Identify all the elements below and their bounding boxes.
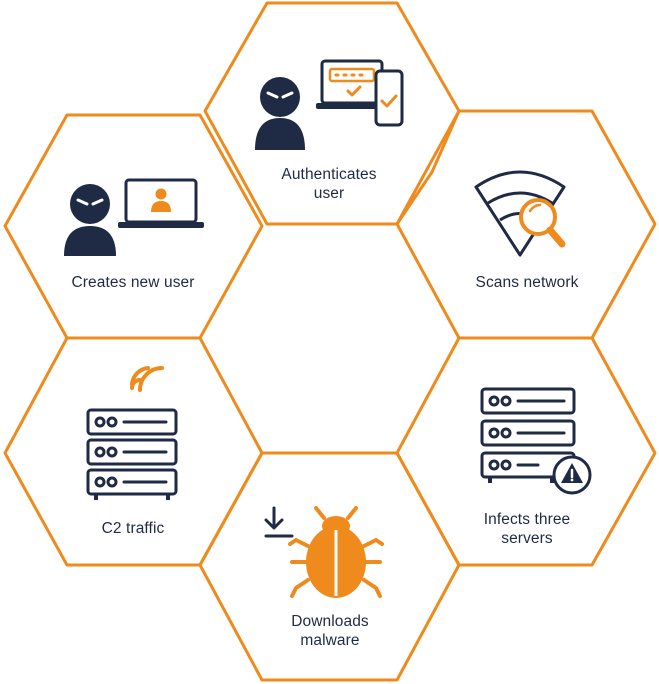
hacker-with-password-devices-icon: [255, 59, 404, 150]
label-line: Creates new user: [71, 274, 195, 291]
label-creates: Creates new user: [53, 273, 213, 292]
broadcasting-server-icon: [86, 366, 178, 500]
hexagon-downloads: [198, 451, 461, 682]
network-scan-magnifier-icon: [474, 170, 566, 257]
label-line: Scans network: [475, 274, 579, 291]
hexagon-authenticates: [203, 1, 461, 226]
label-scans: Scans network: [447, 273, 607, 292]
hacker-with-user-laptop-icon: [64, 178, 204, 256]
label-line: Infects three: [483, 511, 571, 528]
label-line: Authenticates: [281, 166, 377, 183]
server-warning-icon: [480, 387, 592, 495]
label-c2: C2 traffic: [53, 519, 213, 538]
label-line: malware: [300, 632, 360, 649]
label-line: user: [313, 185, 345, 202]
malware-bug-download-icon: [264, 506, 384, 598]
label-line: Downloads: [291, 613, 369, 630]
label-infects: Infects three servers: [447, 510, 607, 548]
label-line: servers: [501, 530, 553, 547]
label-downloads: Downloads malware: [250, 612, 410, 650]
label-authenticates: Authenticates user: [249, 165, 409, 203]
label-line: C2 traffic: [101, 520, 165, 537]
